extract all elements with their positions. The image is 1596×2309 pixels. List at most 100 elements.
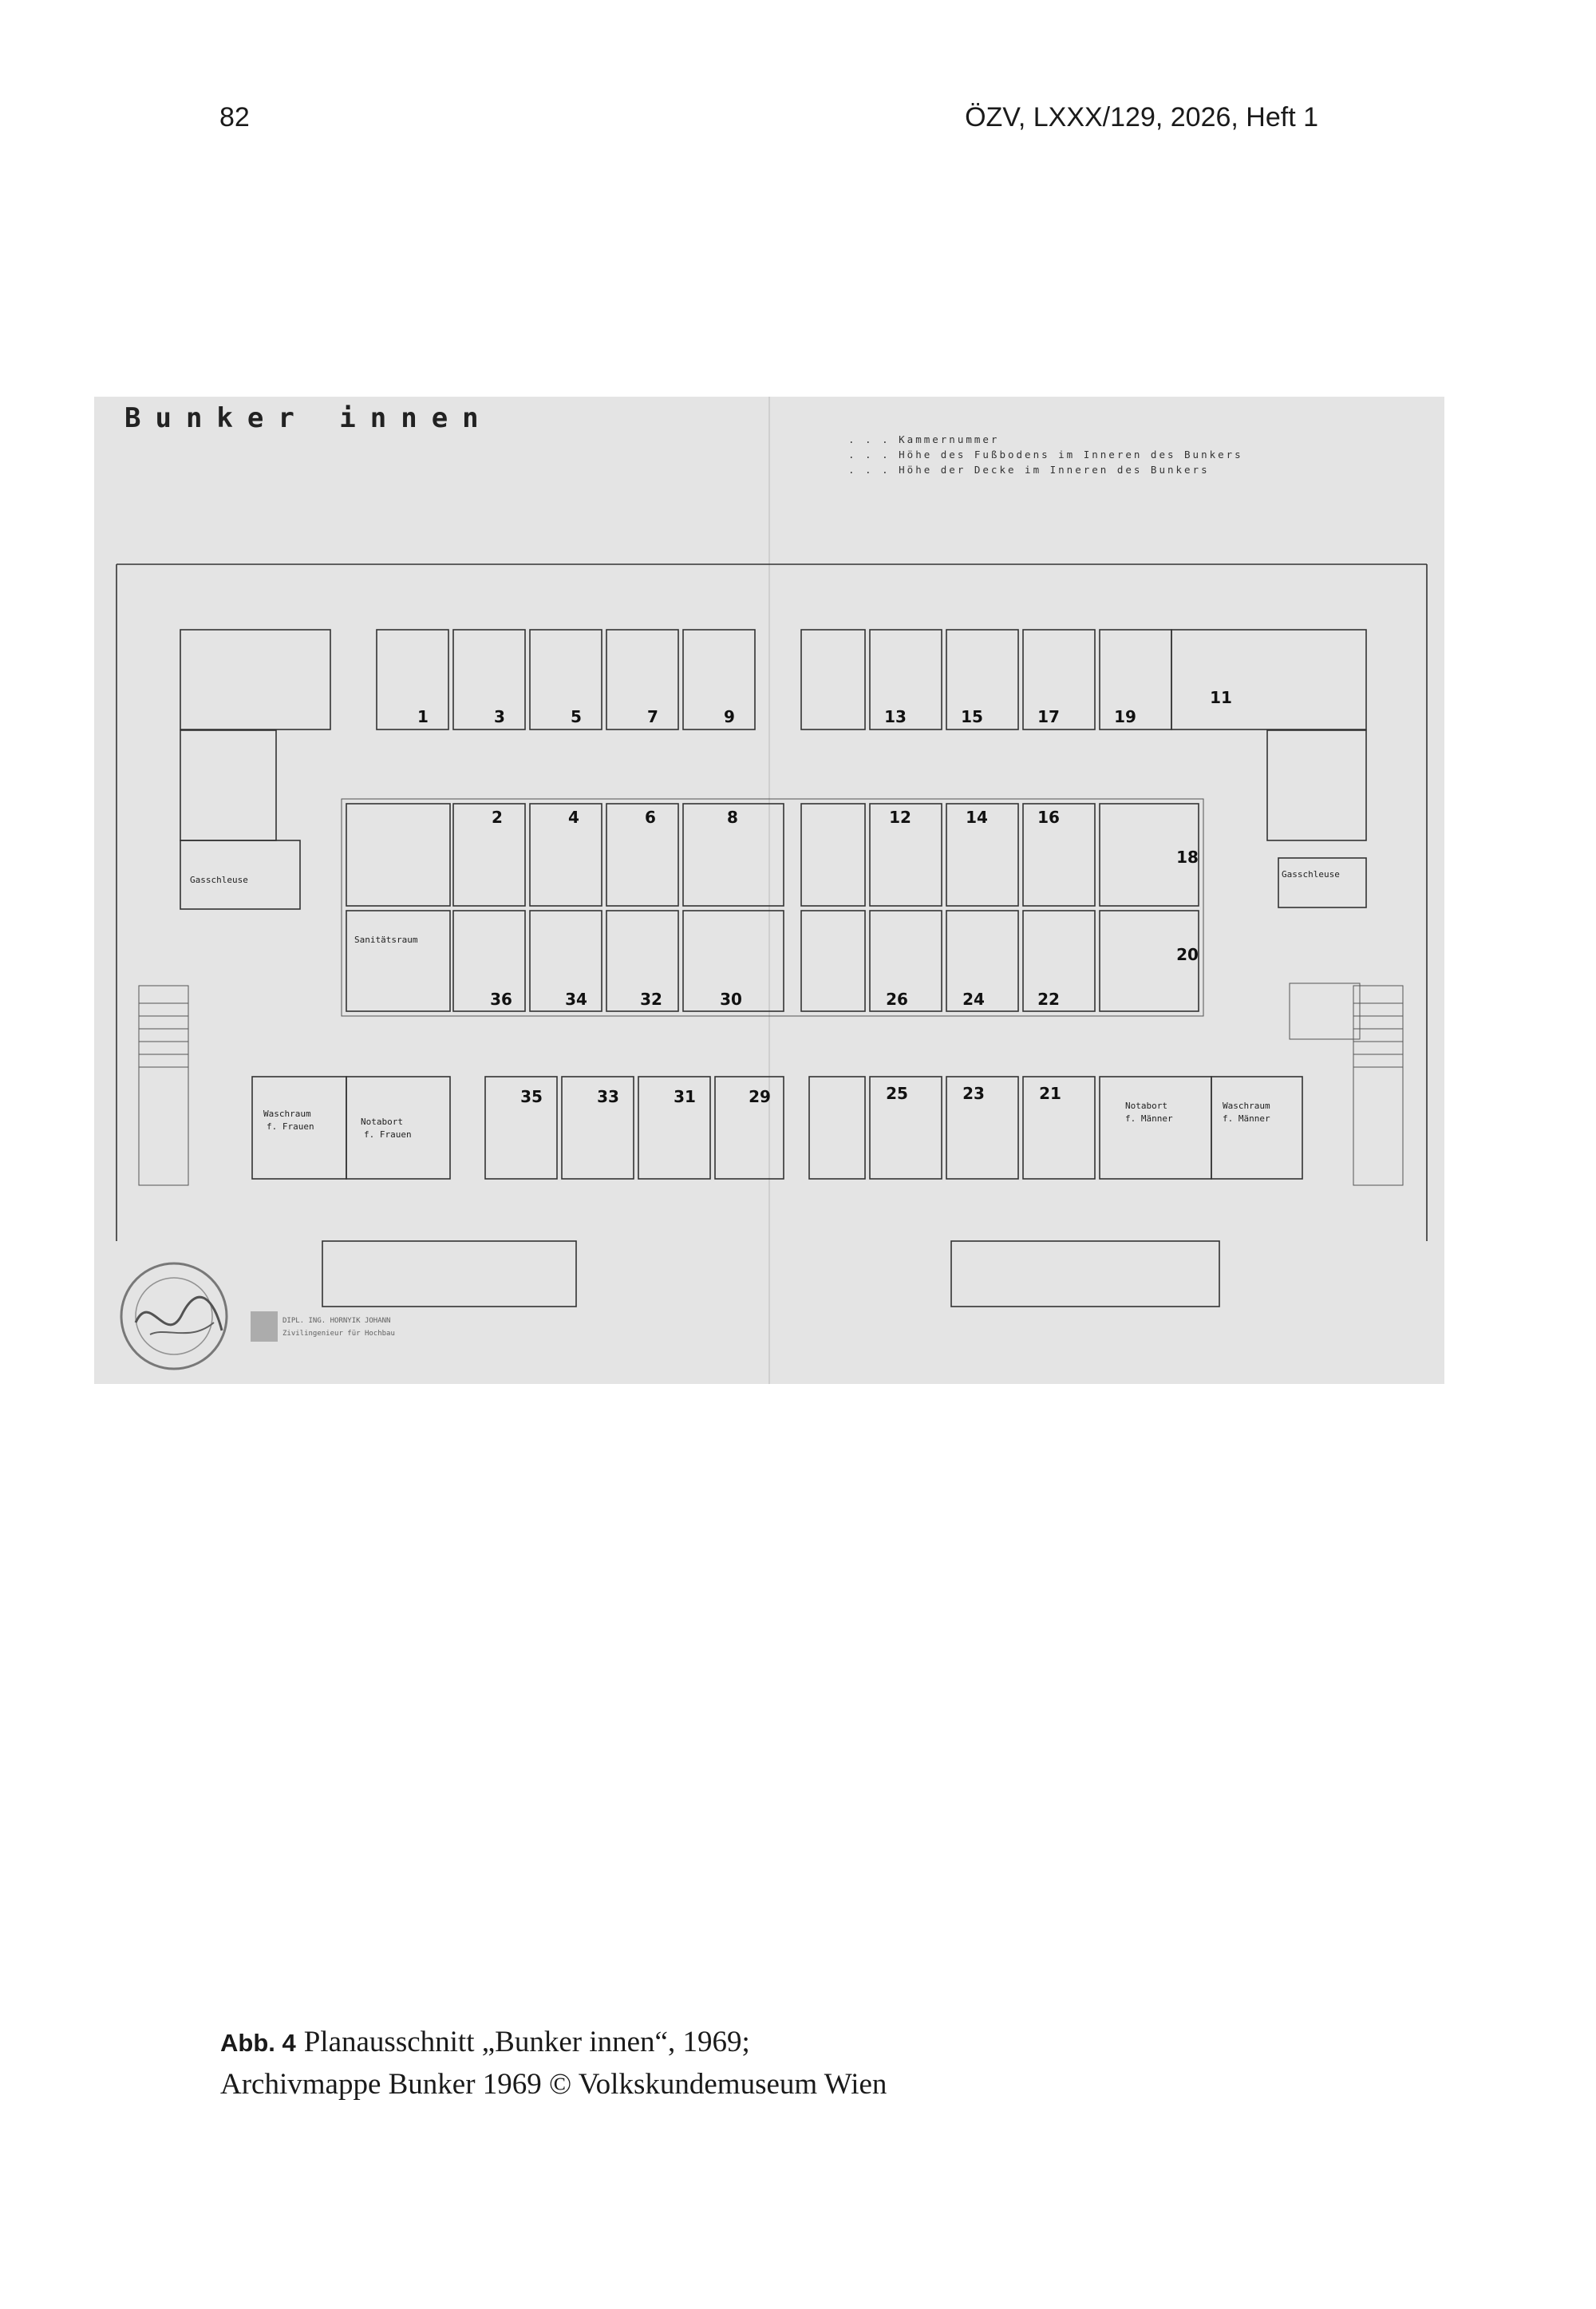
legend-line-3: . . . Höhe der Decke im Inneren des Bunk…	[848, 464, 1210, 476]
chamber-number: 29	[749, 1087, 771, 1106]
sanitaetsraum-label: Sanitätsraum	[354, 935, 418, 945]
chamber-blank-lower	[800, 910, 866, 1012]
gasschleuse-left	[180, 840, 301, 910]
bunker-floor-plan-figure: Bunker innen . . . Kammernummer . . . Hö…	[94, 397, 1444, 1384]
gasschleuse-right	[1278, 857, 1367, 908]
notabort-maenner-label: f. Männer	[1125, 1113, 1173, 1124]
chamber-number: 23	[962, 1084, 985, 1103]
chamber-number: 4	[568, 808, 579, 827]
chamber-21	[1022, 1076, 1096, 1180]
chamber-26	[869, 910, 942, 1012]
bottom-row-chambers	[251, 1076, 1303, 1180]
bottom-row-numbers: 35 33 31 29 25 23 21	[520, 1084, 1061, 1106]
chamber-2	[452, 803, 526, 907]
upper-middle-numbers: 2 4 6 8 12 14 16 18	[492, 808, 1199, 867]
chamber-number: 20	[1176, 945, 1199, 964]
chamber-number: 22	[1037, 990, 1060, 1009]
chamber-number: 18	[1176, 848, 1199, 867]
chamber-number: 12	[889, 808, 911, 827]
running-head: ÖZV, LXXX/129, 2026, Heft 1	[965, 102, 1318, 132]
chamber-30	[682, 910, 784, 1012]
chamber-5	[529, 629, 602, 730]
chamber-36	[452, 910, 526, 1012]
chamber-6	[606, 803, 679, 907]
chamber-1	[376, 629, 449, 730]
left-side-rooms	[138, 729, 301, 1186]
chamber-22	[1022, 910, 1096, 1012]
chamber-number: 24	[962, 990, 985, 1009]
waschraum-maenner-label: f. Männer	[1223, 1113, 1270, 1124]
chamber-number: 17	[1037, 707, 1060, 726]
chamber-11	[1171, 629, 1367, 730]
chamber-24	[946, 910, 1019, 1012]
lower-middle-numbers: 36 34 32 30 26 24 22 20	[490, 945, 1199, 1009]
chamber-35	[484, 1076, 558, 1180]
chamber-number: 16	[1037, 808, 1060, 827]
waschraum-frauen-label: f. Frauen	[267, 1121, 314, 1132]
architect-stamp: DIPL. ING. HORNYIK JOHANN Zivilingenieur…	[120, 1262, 395, 1370]
chamber-number: 7	[647, 707, 658, 726]
plan-title: Bunker innen	[124, 402, 493, 434]
legend-line-2: . . . Höhe des Fußbodens im Inneren des …	[848, 449, 1243, 461]
caption-text-1: Planausschnitt „Bunker innen“, 1969;	[303, 2026, 750, 2058]
chamber-number: 15	[961, 707, 983, 726]
chamber-number: 2	[492, 808, 503, 827]
stamp-text: DIPL. ING. HORNYIK JOHANN	[282, 1317, 390, 1325]
right-side-rooms	[1266, 729, 1404, 1186]
chamber-34	[529, 910, 602, 1012]
sanitaetsraum	[346, 910, 451, 1012]
notabort-frauen-label: Notabort	[361, 1117, 403, 1127]
chamber-number: 6	[645, 808, 656, 827]
signature-scribble	[134, 1295, 223, 1331]
sanitaetsraum-upper	[346, 803, 451, 907]
chamber-31	[638, 1076, 711, 1180]
chamber-blank-bottom	[808, 1076, 866, 1180]
chamber-number: 1	[417, 707, 429, 726]
chamber-blank-top	[800, 629, 866, 730]
chamber-number: 36	[490, 990, 512, 1009]
chamber-number: 3	[494, 707, 505, 726]
chamber-number: 31	[674, 1087, 696, 1106]
chamber-25	[869, 1076, 942, 1180]
chamber-3	[452, 629, 526, 730]
gasschleuse-left-label: Gasschleuse	[190, 875, 248, 885]
chamber-number: 21	[1039, 1084, 1061, 1103]
corridor-ring	[341, 798, 1204, 1017]
chamber-number: 5	[571, 707, 582, 726]
top-row-numbers: 1 3 5 7 9 13 15 17 19 11	[417, 688, 1232, 726]
chamber-number: 11	[1210, 688, 1232, 707]
notabort-maenner-label: Notabort	[1125, 1101, 1167, 1111]
waschraum-maenner-label: Waschraum	[1223, 1101, 1270, 1111]
chamber-17	[1022, 629, 1096, 730]
chamber-7	[606, 629, 679, 730]
stamp-emblem	[251, 1311, 278, 1342]
chamber-number: 30	[720, 990, 742, 1009]
upper-middle-chambers	[346, 803, 1199, 907]
chamber-number: 8	[727, 808, 738, 827]
lower-middle-chambers	[346, 910, 1199, 1012]
chamber-number: 26	[886, 990, 908, 1009]
chamber-number: 33	[597, 1087, 619, 1106]
chamber-number: 25	[886, 1084, 908, 1103]
chamber-14	[946, 803, 1019, 907]
chamber-number: 13	[884, 707, 907, 726]
chamber-8	[682, 803, 784, 907]
chamber-9	[682, 629, 756, 730]
chamber-top-left-corner	[180, 629, 331, 730]
chamber-number: 35	[520, 1087, 543, 1106]
chamber-number: 9	[724, 707, 735, 726]
top-row-chambers	[180, 629, 1367, 730]
chamber-23	[946, 1076, 1019, 1180]
chamber-20	[1099, 910, 1199, 1012]
notabort-frauen	[346, 1076, 451, 1180]
chamber-number: 19	[1114, 707, 1136, 726]
chamber-29	[714, 1076, 784, 1180]
caption-label: Abb. 4	[220, 2029, 296, 2057]
caption-text-2: Archivmappe Bunker 1969 © Volkskundemuse…	[220, 2068, 887, 2101]
floor-plan-drawing: Bunker innen . . . Kammernummer . . . Hö…	[116, 397, 1428, 1384]
chamber-16	[1022, 803, 1096, 907]
notabort-maenner	[1099, 1076, 1212, 1180]
chamber-33	[561, 1076, 634, 1180]
